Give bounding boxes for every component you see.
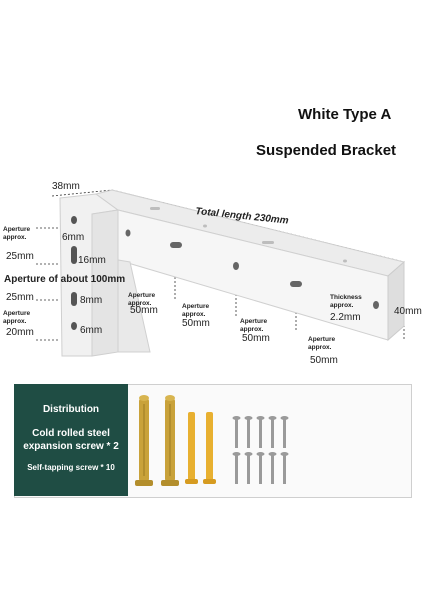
aperture2-value: 50mm: [182, 318, 210, 329]
aperture1-label: Aperture approx.: [128, 292, 156, 307]
expansion-screw-line1: Cold rolled steel: [32, 428, 110, 439]
hole-16mm-label: 16mm: [78, 255, 106, 266]
product-title: White Type A: [298, 106, 392, 123]
self-tapping-screw-text: Self-tapping screw * 10: [27, 463, 115, 472]
left-25mm-label: 25mm: [6, 292, 34, 303]
expansion-screw-icon: [161, 395, 179, 486]
distribution-label-panel: [14, 384, 128, 496]
hardware-illustration: [135, 395, 289, 486]
aperture3-label: Aperture approx.: [240, 318, 268, 333]
aperture-20mm-label: 20mm: [6, 327, 34, 338]
aperture3-value: 50mm: [242, 333, 270, 344]
wall-plug-icon: [185, 412, 198, 484]
aperture-100mm-label: Aperture of about 100mm: [4, 274, 126, 285]
self-tapping-screws-icon: [232, 416, 289, 484]
aperture1-value: 50mm: [130, 305, 158, 316]
top-width-label: 38mm: [52, 181, 80, 192]
thickness-value: 2.2mm: [330, 312, 361, 323]
hole-6mm-b-label: 6mm: [80, 325, 103, 336]
height-label: 40mm: [394, 306, 422, 317]
aperture-label-a: Aperture approx.: [3, 226, 31, 241]
aperture4-label: Aperture approx.: [308, 336, 336, 351]
expansion-screw-line2: expansion screw * 2: [23, 441, 119, 452]
aperture4-value: 50mm: [310, 355, 338, 366]
hole-6mm-label: 6mm: [62, 232, 85, 243]
distribution-heading: Distribution: [42, 404, 100, 415]
aperture-label-b: Aperture approx.: [3, 310, 31, 325]
product-subtitle: Suspended Bracket: [256, 142, 397, 159]
expansion-screw-icon: [135, 395, 153, 486]
wall-plug-icon: [203, 412, 216, 484]
aperture2-label: Aperture approx.: [182, 303, 210, 318]
bracket-illustration: [36, 189, 406, 357]
aperture-25mm-label: 25mm: [6, 251, 34, 262]
hole-8mm-label: 8mm: [80, 295, 103, 306]
thickness-label: Thickness approx.: [330, 294, 362, 309]
